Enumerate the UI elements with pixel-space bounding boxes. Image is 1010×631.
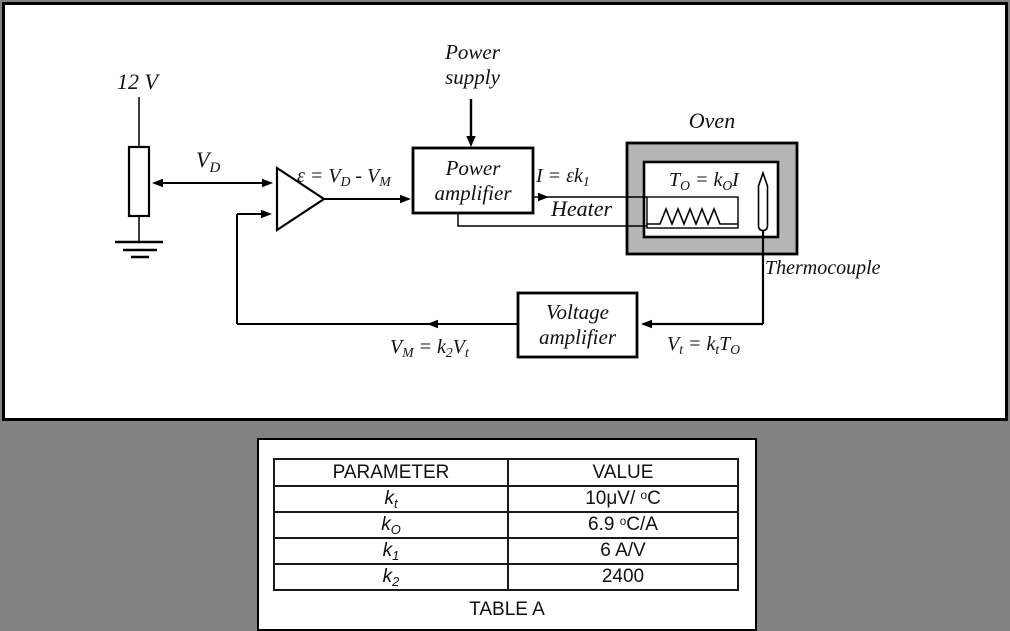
summing-amplifier-triangle <box>275 165 326 233</box>
header-parameter: PARAMETER <box>273 458 509 487</box>
oven-temp-equation-label: TO = kOI <box>669 169 739 194</box>
error-equation-label: ε = VD - VM <box>297 165 391 190</box>
table-row: kO 6.9 oC/A <box>273 511 739 539</box>
power-supply-wire <box>466 99 476 147</box>
potentiometer <box>127 97 151 242</box>
feedback-wire <box>236 209 518 329</box>
value-ko: 6.9 oC/A <box>507 511 739 539</box>
value-k2: 2400 <box>507 563 739 591</box>
vm-equation-label: VM = k2Vt <box>390 336 469 361</box>
table-caption: TABLE A <box>469 599 545 620</box>
parameter-table: PARAMETER VALUE kt 10μV/ oC kO 6.9 oC/A … <box>273 458 739 591</box>
param-k2: k2 <box>273 563 509 591</box>
current-equation-label: I = εk1 <box>536 165 590 190</box>
power-amplifier-box <box>411 146 535 215</box>
thermocouple-label: Thermocouple <box>765 257 881 279</box>
value-k1: 6 A/V <box>507 537 739 565</box>
value-kt: 10μV/ oC <box>507 485 739 513</box>
heater-resistor <box>646 196 739 229</box>
table-row: kt 10μV/ oC <box>273 485 739 513</box>
heater-wires <box>457 192 647 227</box>
power-amplifier-label: Power amplifier <box>434 155 512 205</box>
vd-label: VD <box>196 147 221 176</box>
heater-label: Heater <box>551 196 613 221</box>
param-k1: k1 <box>273 537 509 565</box>
header-value: VALUE <box>507 458 739 487</box>
thermocouple-wire <box>641 230 765 329</box>
oven-inner-box <box>642 160 780 239</box>
oven-label: Oven <box>688 108 736 133</box>
error-wire <box>324 194 411 204</box>
voltage-amplifier-box <box>516 291 639 359</box>
table-row: k2 2400 <box>273 563 739 591</box>
vd-wire <box>152 178 273 188</box>
thermocouple-probe <box>757 170 769 232</box>
voltage-amplifier-label: Voltage amplifier <box>539 300 616 349</box>
param-ko: kO <box>273 511 509 539</box>
vt-equation-label: Vt = ktTO <box>667 333 741 358</box>
power-supply-label: Power supply <box>445 40 500 89</box>
ground-symbol <box>115 240 163 259</box>
param-kt: kt <box>273 485 509 513</box>
parameter-table-box: PARAMETER VALUE kt 10μV/ oC kO 6.9 oC/A … <box>257 438 757 631</box>
source-voltage-label: 12 V <box>117 69 158 94</box>
table-row: k1 6 A/V <box>273 537 739 565</box>
table-header-row: PARAMETER VALUE <box>273 458 739 487</box>
